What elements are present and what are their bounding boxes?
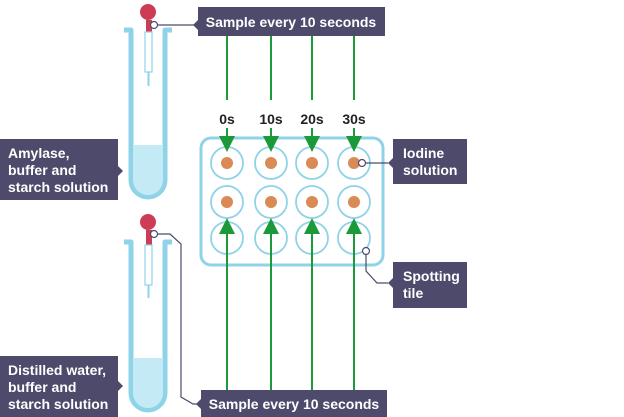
svg-text:Sample every 10 seconds: Sample every 10 seconds	[209, 396, 380, 412]
sample-top-label: Sample every 10 seconds	[193, 7, 385, 36]
test-tube-amylase	[124, 27, 172, 200]
svg-text:Spotting: Spotting	[403, 268, 460, 284]
svg-text:Amylase,: Amylase,	[8, 145, 69, 161]
iodine-spot	[221, 196, 233, 208]
svg-text:starch solution: starch solution	[8, 396, 108, 412]
dropper-2	[140, 214, 198, 405]
iodine-spot	[348, 196, 360, 208]
spotting-tile-label: Spotting tile	[361, 246, 467, 308]
time-label-30: 30s	[342, 111, 366, 127]
svg-text:buffer and: buffer and	[8, 379, 76, 395]
time-label-0: 0s	[219, 111, 235, 127]
svg-text:solution: solution	[403, 162, 457, 178]
iodine-spot	[306, 196, 318, 208]
distilled-water-label: Distilled water, buffer and starch solut…	[0, 356, 123, 417]
spotting-tile	[199, 136, 385, 267]
time-label-20: 20s	[300, 111, 324, 127]
svg-text:Sample every 10 seconds: Sample every 10 seconds	[206, 14, 377, 30]
sample-bottom-label: Sample every 10 seconds	[196, 390, 387, 417]
amylase-solution-label: Amylase, buffer and starch solution	[0, 139, 123, 200]
svg-text:Distilled water,: Distilled water,	[8, 362, 106, 378]
time-label-10: 10s	[259, 111, 283, 127]
test-tube-control	[124, 239, 172, 413]
dropper-1	[140, 4, 194, 86]
iodine-spot	[306, 157, 318, 169]
iodine-spot	[265, 157, 277, 169]
svg-text:starch solution: starch solution	[8, 179, 108, 195]
svg-text:Iodine: Iodine	[403, 145, 444, 161]
iodine-spot	[265, 196, 277, 208]
iodine-solution-label: Iodine solution	[357, 139, 467, 184]
iodine-spot	[348, 157, 360, 169]
iodine-spot	[221, 157, 233, 169]
svg-text:tile: tile	[403, 285, 423, 301]
svg-text:buffer and: buffer and	[8, 162, 76, 178]
